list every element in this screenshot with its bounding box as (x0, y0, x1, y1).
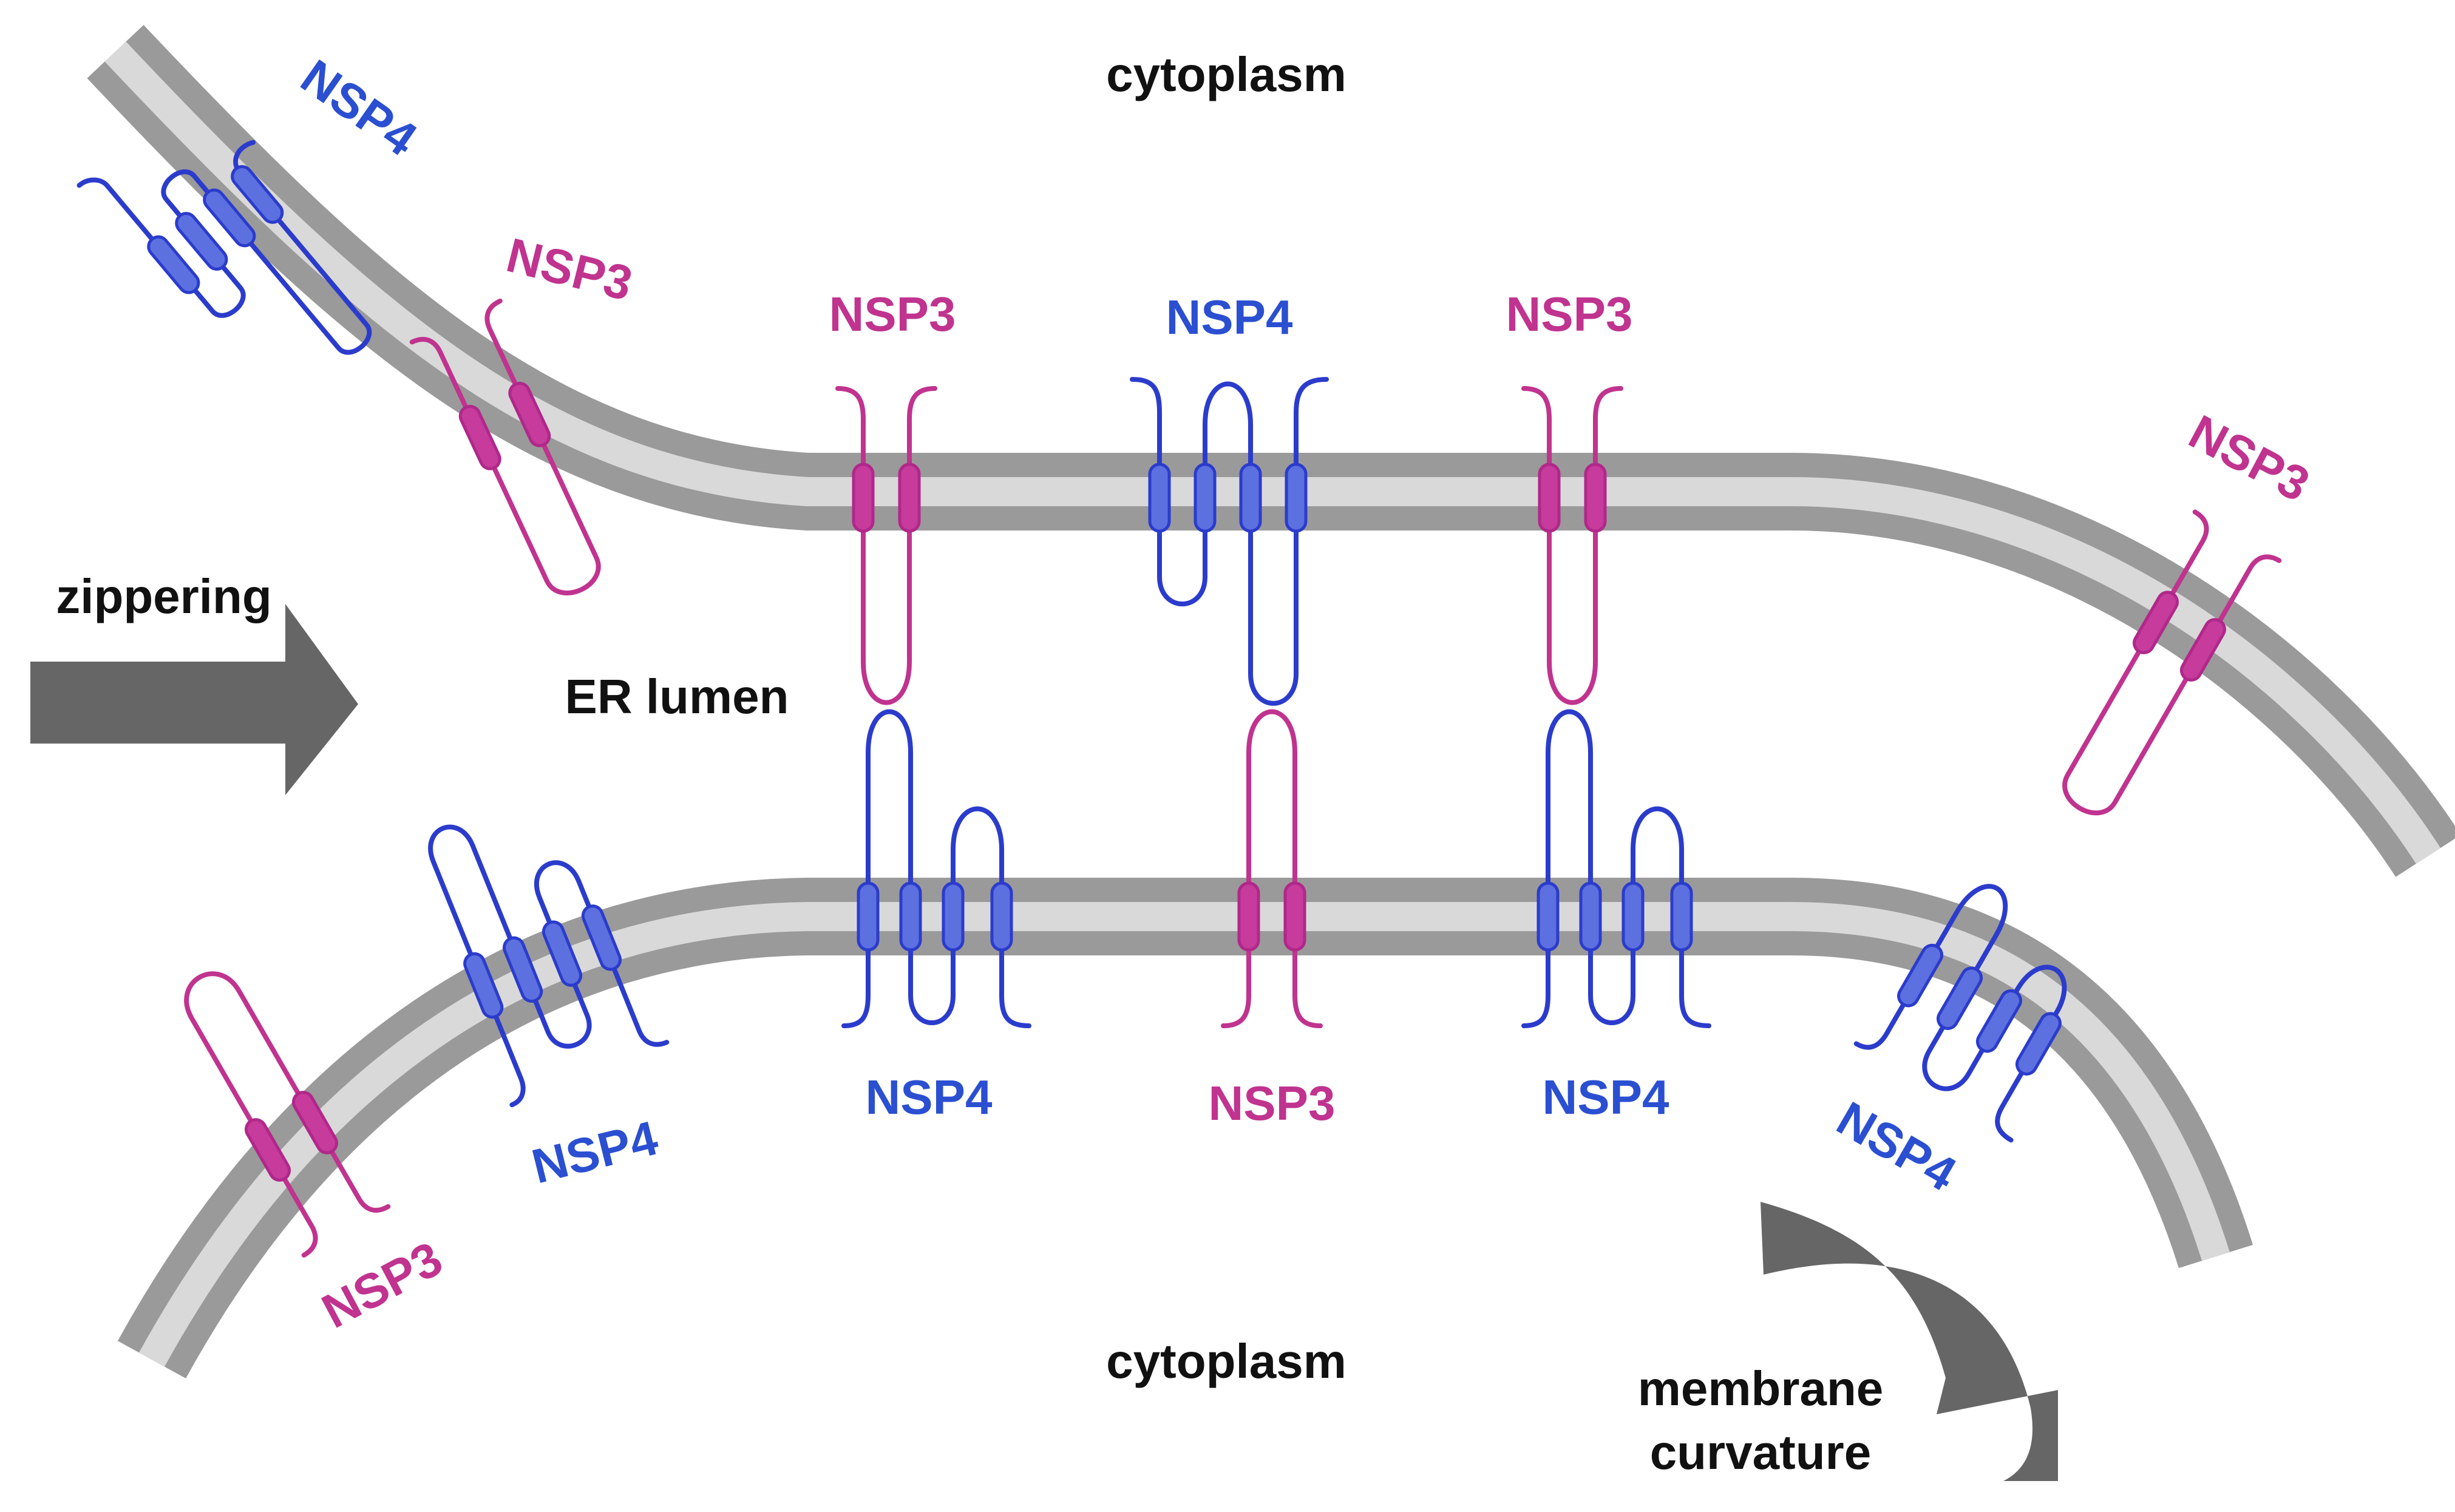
nsp4-lower-center-b-label: NSP4 (1543, 1070, 1669, 1124)
nsp3-lower-left (184, 971, 391, 1258)
er-lumen-label: ER lumen (565, 670, 789, 724)
membrane-curvature-label-line2: curvature (1650, 1425, 1872, 1479)
upper-membrane (87, 25, 2455, 877)
nsp4-lower-center-a (841, 709, 1031, 1028)
nsp3-upper-right (2062, 509, 2282, 816)
nsp3-upper-right-label: NSP3 (2181, 404, 2318, 512)
nsp4-lower-right-label: NSP4 (1829, 1091, 1966, 1202)
nsp3-lower-left-label: NSP3 (313, 1231, 450, 1338)
nsp4-lower-center-b (1521, 709, 1711, 1028)
nsp4-upper-center (1130, 377, 1329, 706)
cytoplasm-bottom-label: cytoplasm (1106, 1334, 1346, 1388)
nsp4-lower-right (1853, 884, 2067, 1143)
nsp3-upper-left-label: NSP3 (501, 228, 637, 311)
nsp4-lower-left-label: NSP4 (527, 1110, 664, 1193)
zippering-label: zippering (56, 569, 272, 623)
nsp3-lower-center-label: NSP3 (1209, 1076, 1336, 1130)
nsp4-upper-left (76, 140, 372, 355)
nsp4-lower-left (428, 824, 670, 1108)
nsp4-upper-center-label: NSP4 (1166, 290, 1293, 344)
membrane-curvature-arrow (1761, 1202, 2058, 1481)
zippering-arrow (30, 604, 358, 795)
nsp3-upper-center-b-label: NSP3 (1506, 287, 1633, 341)
nsp4-lower-center-a-label: NSP4 (866, 1070, 993, 1124)
nsp3-upper-left (409, 298, 601, 595)
nsp3-lower-center (1221, 709, 1323, 1028)
nsp3-upper-center-a-label: NSP3 (829, 287, 956, 341)
membrane-curvature-label-line1: membrane (1638, 1361, 1884, 1415)
nsp3-upper-center-a (835, 386, 937, 705)
cytoplasm-top-label: cytoplasm (1106, 47, 1346, 101)
nsp4-upper-left-label: NSP4 (291, 49, 427, 166)
nsp3-upper-center-b (1521, 386, 1623, 705)
